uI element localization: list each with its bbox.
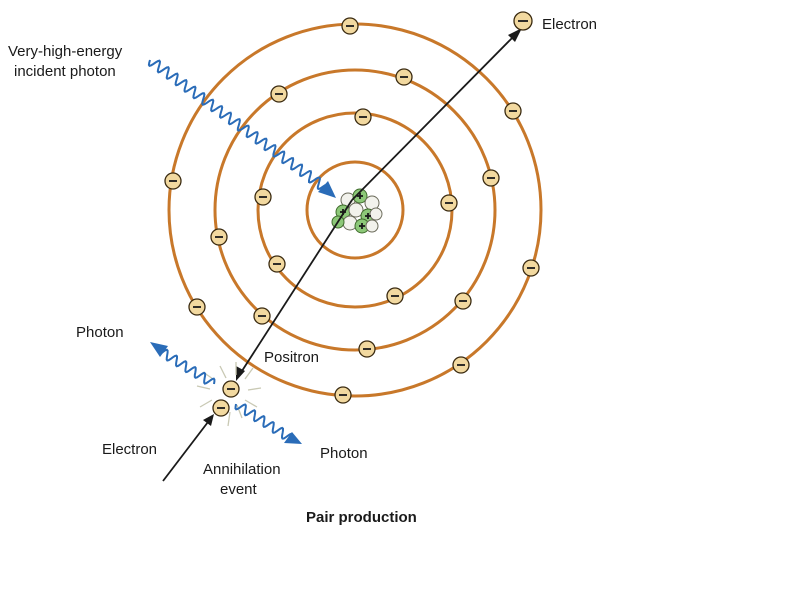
photon-right-label: Photon: [320, 445, 368, 462]
diagram-title: Pair production: [306, 509, 417, 526]
electron: [164, 172, 182, 190]
electron: [440, 194, 458, 212]
incoming-electron-track: [162, 421, 209, 482]
incident-photon-label: incident photon: [14, 63, 116, 80]
electron: [395, 68, 413, 86]
electron: [358, 340, 376, 358]
positron-particle: [222, 380, 240, 398]
electron: [452, 356, 470, 374]
electron: [341, 17, 359, 35]
orbit-3: [213, 68, 497, 352]
nucleus: [331, 188, 383, 234]
electron: [210, 228, 228, 246]
orbit-1: [305, 160, 405, 260]
orbital-electrons: [164, 17, 540, 404]
annihilation-label: Annihilation: [203, 461, 281, 478]
annihilation-label: event: [220, 481, 258, 498]
electron: [188, 298, 206, 316]
pair-track: [162, 28, 522, 482]
emitted-electron: [513, 11, 533, 31]
annihilating-electron: [212, 399, 230, 417]
electron: [254, 188, 272, 206]
positron-label: Positron: [264, 349, 319, 366]
electron: [504, 102, 522, 120]
electron: [522, 259, 540, 277]
electron: [482, 169, 500, 187]
incident-photon-label: Very-high-energy: [8, 43, 123, 60]
electron: [253, 307, 271, 325]
electron: [270, 85, 288, 103]
electron: [334, 386, 352, 404]
photon-right-wave: [234, 403, 302, 444]
positron-track: [239, 199, 353, 375]
electron-track: [351, 33, 517, 201]
electron-top-label: Electron: [542, 16, 597, 33]
electron: [386, 287, 404, 305]
electron: [454, 292, 472, 310]
photon-left-label: Photon: [76, 324, 124, 341]
photon-left-wave: [150, 342, 216, 385]
electron-bottom-label: Electron: [102, 441, 157, 458]
electron: [268, 255, 286, 273]
electron: [354, 108, 372, 126]
incident-photon-wave: [147, 59, 336, 198]
